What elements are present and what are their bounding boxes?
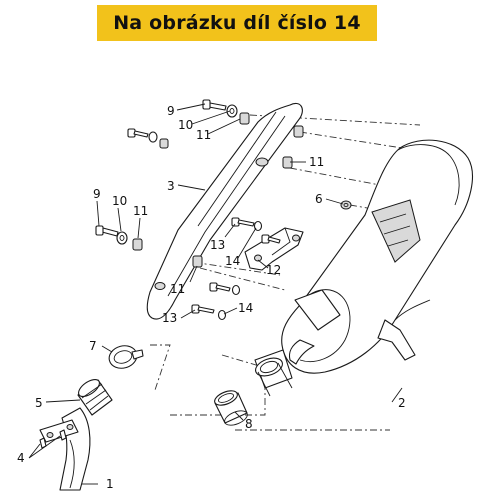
callout-13-lower: 13 bbox=[162, 311, 177, 325]
part-7-clamp bbox=[108, 345, 144, 369]
callout-7: 7 bbox=[89, 339, 97, 353]
callout-14-lower: 14 bbox=[238, 301, 253, 315]
leader-lines bbox=[28, 103, 403, 485]
part-11-bushing-top bbox=[239, 112, 250, 125]
callout-3: 3 bbox=[167, 179, 175, 193]
part-3-heat-shield bbox=[146, 102, 303, 320]
callout-14-upper: 14 bbox=[225, 254, 240, 268]
title-text: Na obrázku díl číslo 14 bbox=[113, 12, 361, 34]
assembly-guide-lines bbox=[150, 114, 421, 431]
callout-11-lower: 11 bbox=[170, 282, 185, 296]
part-11-bushing-right-mid bbox=[282, 156, 293, 169]
title-banner: Na obrázku díl číslo 14 bbox=[97, 5, 377, 41]
callout-10-top: 10 bbox=[178, 118, 193, 132]
callout-1: 1 bbox=[106, 477, 114, 491]
callout-9-top: 9 bbox=[167, 104, 175, 118]
part-10-washer-top bbox=[226, 104, 238, 118]
part-9-screw-left bbox=[95, 225, 119, 237]
callout-4: 4 bbox=[17, 451, 25, 465]
part-12-bracket bbox=[244, 227, 304, 271]
callout-12: 12 bbox=[266, 263, 281, 277]
part-11-bushing-left bbox=[132, 238, 143, 251]
callout-11-right-top: 11 bbox=[309, 155, 324, 169]
part-2-silencer bbox=[281, 139, 473, 374]
part-11-bushing-right-top bbox=[293, 125, 304, 138]
callout-10-left: 10 bbox=[112, 194, 127, 208]
part-13-screw-upper bbox=[231, 217, 255, 227]
part-14-washer-lower bbox=[217, 309, 227, 321]
part-9-screw-top bbox=[202, 99, 227, 111]
callout-9-left: 9 bbox=[93, 187, 101, 201]
callout-2: 2 bbox=[398, 396, 406, 410]
callout-labels: 9 10 11 3 11 6 9 10 11 13 14 12 11 14 13… bbox=[17, 104, 406, 491]
part-1-manifold bbox=[39, 407, 91, 491]
part-10-washer-left bbox=[116, 231, 128, 245]
part-5-flex-joint bbox=[77, 378, 113, 416]
callout-5: 5 bbox=[35, 396, 43, 410]
callout-11-top: 11 bbox=[196, 128, 211, 142]
callout-13-upper: 13 bbox=[210, 238, 225, 252]
part-13-screw-lower bbox=[191, 304, 215, 314]
part-11-bushing-lower bbox=[192, 255, 203, 268]
part-8-gasket bbox=[214, 390, 248, 426]
shield-fastener-stack-upper bbox=[127, 128, 169, 149]
callout-6: 6 bbox=[315, 192, 323, 206]
part-14-screw-bracket bbox=[261, 234, 281, 244]
part-6-nut bbox=[340, 200, 352, 210]
callout-8: 8 bbox=[245, 417, 253, 431]
callout-11-left: 11 bbox=[133, 204, 148, 218]
part-14-screw-top-right bbox=[209, 282, 241, 296]
silencer-inlet-pipe bbox=[254, 349, 293, 397]
